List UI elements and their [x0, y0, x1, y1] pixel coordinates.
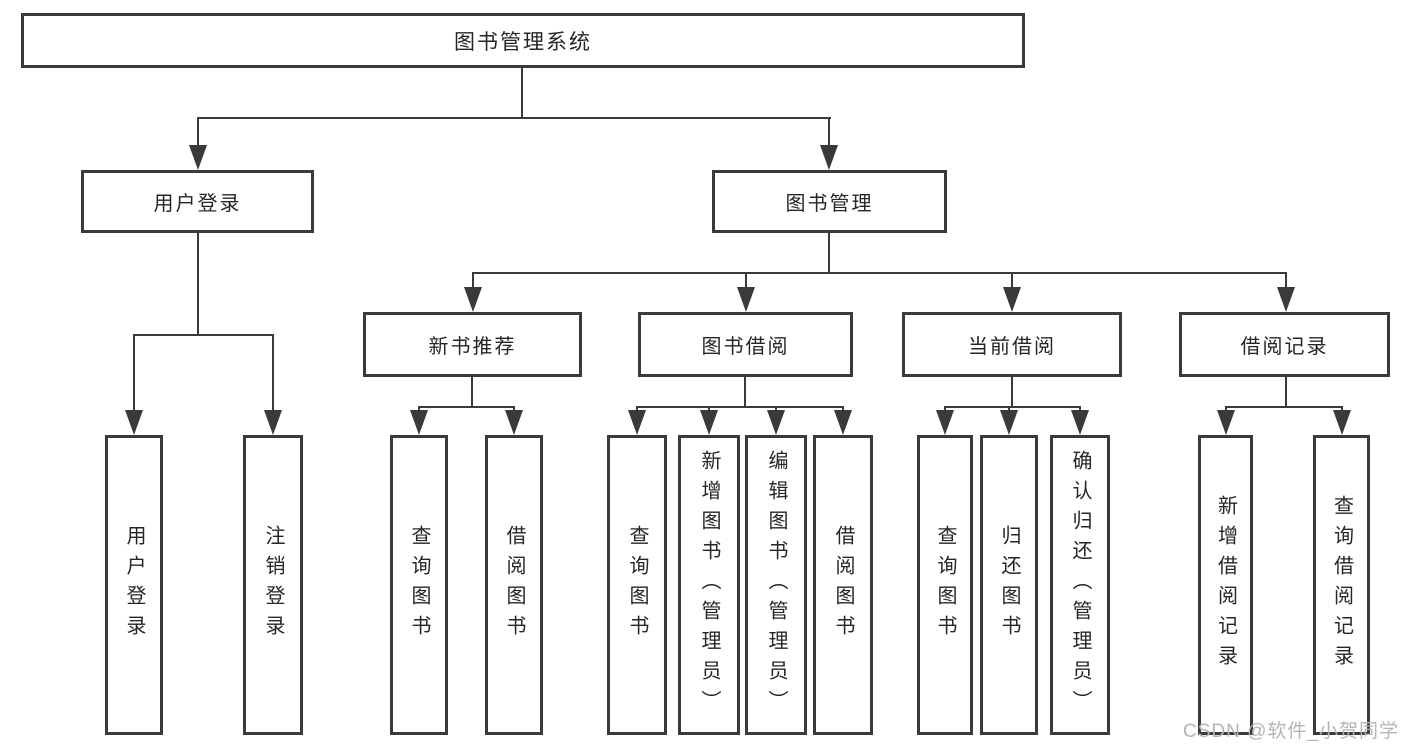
leaf-borrow-borrow-books: 借阅图书: [813, 435, 873, 735]
arrowhead-book-management: [820, 145, 838, 170]
leaf-logout-label: 注销登录: [262, 525, 284, 645]
arrowhead-nb-query: [410, 410, 428, 435]
node-borrow-records-label: 借阅记录: [1240, 336, 1329, 358]
connector-newbook-stem: [471, 376, 473, 407]
arrowhead-new-book: [464, 287, 482, 312]
arrowhead-current-borrow: [1003, 287, 1021, 312]
arrowhead-bb-add: [700, 410, 718, 435]
connector-root-split: [197, 117, 831, 119]
connector-newbook-split: [418, 406, 515, 408]
connector-currentborrow-stem: [1011, 376, 1013, 407]
leaf-borrow-add-books-admin: 新增图书（管理员）: [678, 435, 740, 735]
leaf-newbook-query-books-label: 查询图书: [408, 525, 430, 645]
leaf-borrow-edit-books-admin: 编辑图书（管理员）: [745, 435, 807, 735]
leaf-current-return-books-label: 归还图书: [998, 525, 1020, 645]
leaf-current-confirm-return-admin: 确认归还（管理员）: [1050, 435, 1110, 735]
leaf-records-query-record-label: 查询借阅记录: [1330, 495, 1353, 675]
leaf-current-return-books: 归还图书: [980, 435, 1038, 735]
arrowhead-rec-add: [1217, 410, 1235, 435]
connector-to-book-management: [828, 117, 830, 147]
connector-userlogin-split: [133, 334, 274, 336]
leaf-borrow-borrow-books-label: 借阅图书: [832, 525, 854, 645]
node-current-borrow-label: 当前借阅: [968, 336, 1056, 358]
arrowhead-bb-edit: [767, 410, 785, 435]
connector-bookborrow-split: [636, 406, 844, 408]
connector-records-stem: [1285, 376, 1287, 407]
arrowhead-cb-query: [936, 410, 954, 435]
arrowhead-bb-query: [628, 410, 646, 435]
node-new-book-recommend: 新书推荐: [363, 312, 582, 377]
connector-bookmgmt-stem: [828, 232, 830, 274]
node-current-borrow: 当前借阅: [902, 312, 1122, 377]
connector-currentborrow-split: [944, 406, 1081, 408]
arrowhead-borrow-records: [1277, 287, 1295, 312]
leaf-borrow-add-books-admin-label: 新增图书（管理员）: [698, 450, 720, 720]
node-book-borrow: 图书借阅: [638, 312, 853, 377]
leaf-current-query-books-label: 查询图书: [934, 525, 956, 645]
connector-to-user-login: [197, 117, 199, 147]
connector-bookmgmt-split: [472, 272, 1287, 274]
connector-to-leaf-login: [133, 334, 135, 412]
node-library-system-label: 图书管理系统: [454, 30, 592, 54]
node-user-login-label: 用户登录: [153, 193, 242, 215]
arrowhead-leaf-logout: [264, 410, 282, 435]
arrowhead-nb-borrow: [505, 410, 523, 435]
leaf-user-login: 用户登录: [105, 435, 163, 735]
connector-to-current-borrow: [1011, 272, 1013, 290]
arrowhead-user-login: [189, 145, 207, 170]
connector-to-borrow-records: [1285, 272, 1287, 290]
leaf-borrow-edit-books-admin-label: 编辑图书（管理员）: [765, 450, 787, 720]
node-user-login: 用户登录: [81, 170, 314, 233]
connector-userlogin-stem: [197, 232, 199, 335]
leaf-logout: 注销登录: [243, 435, 303, 735]
node-new-book-recommend-label: 新书推荐: [428, 336, 517, 358]
connector-root-stem: [521, 67, 523, 118]
leaf-records-add-record-label: 新增借阅记录: [1214, 495, 1237, 675]
leaf-borrow-query-books: 查询图书: [607, 435, 667, 735]
connector-bookborrow-stem: [744, 376, 746, 407]
arrowhead-leaf-login: [125, 410, 143, 435]
leaf-current-query-books: 查询图书: [917, 435, 973, 735]
connector-records-split: [1225, 406, 1343, 408]
leaf-user-login-label: 用户登录: [123, 525, 145, 645]
arrowhead-book-borrow: [737, 287, 755, 312]
connector-to-new-book: [472, 272, 474, 290]
arrowhead-bb-borrow: [834, 410, 852, 435]
connector-to-book-borrow: [745, 272, 747, 290]
arrowhead-cb-return: [1000, 410, 1018, 435]
node-book-management-label: 图书管理: [785, 193, 874, 215]
node-book-borrow-label: 图书借阅: [701, 336, 790, 358]
leaf-records-add-record: 新增借阅记录: [1198, 435, 1253, 735]
leaf-newbook-borrow-books: 借阅图书: [485, 435, 543, 735]
leaf-newbook-borrow-books-label: 借阅图书: [503, 525, 525, 645]
arrowhead-rec-query: [1333, 410, 1351, 435]
arrowhead-cb-confirm: [1071, 410, 1089, 435]
leaf-current-confirm-return-admin-label: 确认归还（管理员）: [1069, 450, 1091, 720]
connector-to-leaf-logout: [272, 334, 274, 412]
csdn-watermark: CSDN @软件_小贺同学: [1183, 721, 1399, 742]
node-library-system: 图书管理系统: [21, 13, 1025, 68]
leaf-borrow-query-books-label: 查询图书: [626, 525, 648, 645]
node-book-management: 图书管理: [712, 170, 947, 233]
leaf-newbook-query-books: 查询图书: [390, 435, 448, 735]
leaf-records-query-record: 查询借阅记录: [1313, 435, 1370, 735]
node-borrow-records: 借阅记录: [1179, 312, 1390, 377]
